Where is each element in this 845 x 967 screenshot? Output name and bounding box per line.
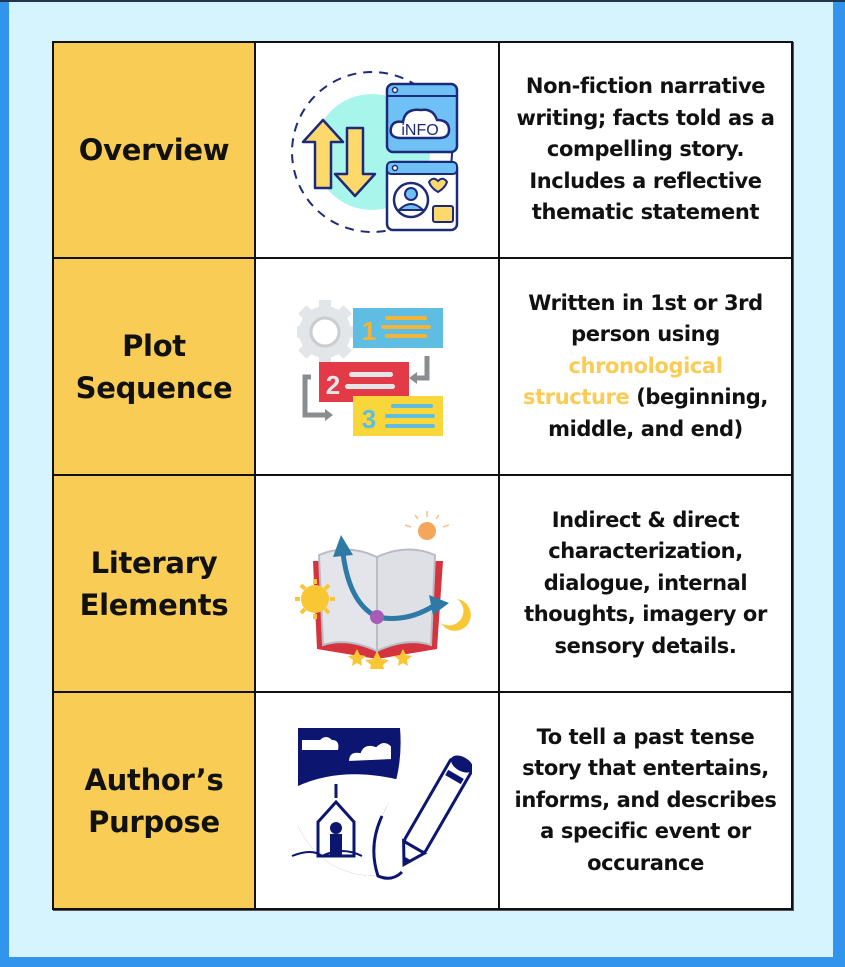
svg-text:2: 2 xyxy=(326,370,340,400)
info-exchange-icon: iNFO xyxy=(256,43,500,259)
svg-text:1: 1 xyxy=(362,316,376,346)
row-description-authors-purpose: To tell a past tense story that entertai… xyxy=(500,693,791,908)
description-text: To tell a past tense story that entertai… xyxy=(514,724,777,875)
open-book-story-icon xyxy=(256,476,500,693)
description-text: Non-fiction narrative writing; facts tol… xyxy=(516,74,775,225)
highlighted-term: chronological structure xyxy=(523,353,723,410)
svg-text:iNFO: iNFO xyxy=(401,122,438,139)
top-edge xyxy=(0,0,845,2)
svg-text:3: 3 xyxy=(362,404,376,434)
row-label-plot-sequence: Plot Sequence xyxy=(54,259,256,476)
numbered-steps-icon: 1 2 3 xyxy=(256,259,500,476)
label-line-2: Sequence xyxy=(75,370,233,405)
label-line-1: Author’s xyxy=(84,762,224,797)
description-text: Written in 1st or 3rd person using chron… xyxy=(513,288,779,446)
row-label-literary-elements: Literary Elements xyxy=(54,476,256,693)
description-part: (beginning, middle, and end) xyxy=(548,385,768,441)
narrative-writing-table: Overview iNFO Non-fiction na xyxy=(52,41,793,910)
row-label-authors-purpose: Author’s Purpose xyxy=(54,693,256,908)
label-line-1: Literary xyxy=(90,545,218,580)
description-part: Written in 1st or 3rd person using xyxy=(528,290,763,347)
label-text: Overview xyxy=(78,133,230,167)
row-description-overview: Non-fiction narrative writing; facts tol… xyxy=(500,43,791,259)
label-line-2: Elements xyxy=(79,587,229,622)
label-line-1: Plot xyxy=(122,328,186,363)
row-description-plot-sequence: Written in 1st or 3rd person using chron… xyxy=(500,259,791,476)
row-description-literary-elements: Indirect & direct characterization, dial… xyxy=(500,476,791,693)
storytelling-pencil-icon xyxy=(256,693,500,908)
label-line-2: Purpose xyxy=(88,804,220,839)
row-label-overview: Overview xyxy=(54,43,256,259)
description-text: Indirect & direct characterization, dial… xyxy=(524,507,767,658)
